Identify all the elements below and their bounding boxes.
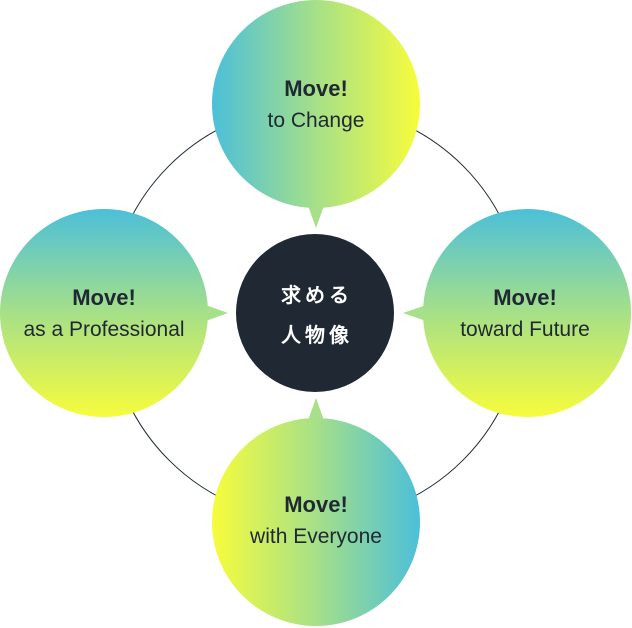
node-title: Move! [493, 285, 557, 310]
center-node: 求める 人物像 [236, 234, 394, 392]
node-title: Move! [284, 492, 348, 517]
node-subtitle: to Change [268, 109, 365, 132]
node-toward-future: Move! toward Future [403, 209, 631, 417]
node-subtitle: toward Future [460, 318, 590, 341]
node-subtitle: as a Professional [23, 318, 184, 341]
node-title: Move! [284, 76, 348, 101]
node-title: Move! [72, 285, 136, 310]
center-line-2: 人物像 [281, 323, 353, 347]
node-as-a-professional: Move! as a Professional [0, 209, 228, 417]
node-to-change: Move! to Change [212, 0, 420, 228]
center-line-1: 求める [281, 284, 353, 307]
node-with-everyone: Move! with Everyone [212, 398, 420, 626]
node-subtitle: with Everyone [249, 525, 382, 548]
